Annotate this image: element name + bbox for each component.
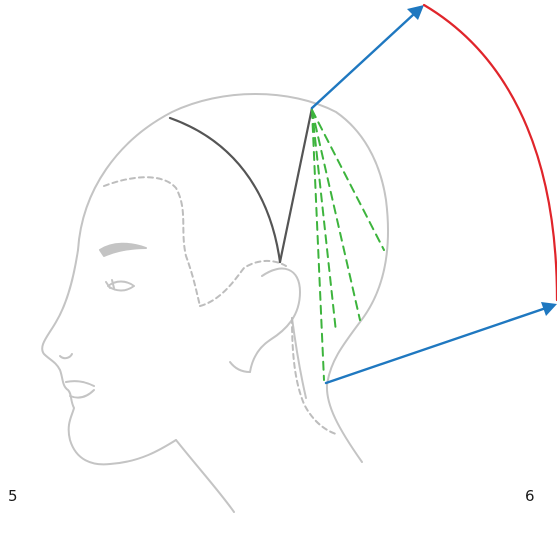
ear-lobe xyxy=(230,362,250,372)
page-number-right: 6 xyxy=(525,487,535,505)
front-hairline xyxy=(104,177,200,306)
upper-lip xyxy=(66,381,94,386)
eyebrow xyxy=(100,244,146,256)
head-crown-outline xyxy=(78,94,388,462)
elevation-arrows xyxy=(312,5,557,383)
ear-hairline xyxy=(200,261,286,306)
neck-front-outline xyxy=(176,440,234,512)
nostril xyxy=(60,354,72,358)
head-profile-outline xyxy=(42,94,388,512)
vertical-parting xyxy=(280,108,312,262)
parting-lines xyxy=(170,108,312,262)
travel-arc xyxy=(424,5,557,300)
hairline-dashed xyxy=(104,177,336,434)
section-line-4 xyxy=(312,110,336,332)
lower-lip xyxy=(70,390,94,398)
section-line-1 xyxy=(312,110,384,250)
ear-to-ear-parting xyxy=(170,118,280,262)
section-line-2 xyxy=(312,110,360,320)
upper-elevation-arrow-shaft xyxy=(312,14,414,108)
page-number-left: 5 xyxy=(8,487,18,505)
